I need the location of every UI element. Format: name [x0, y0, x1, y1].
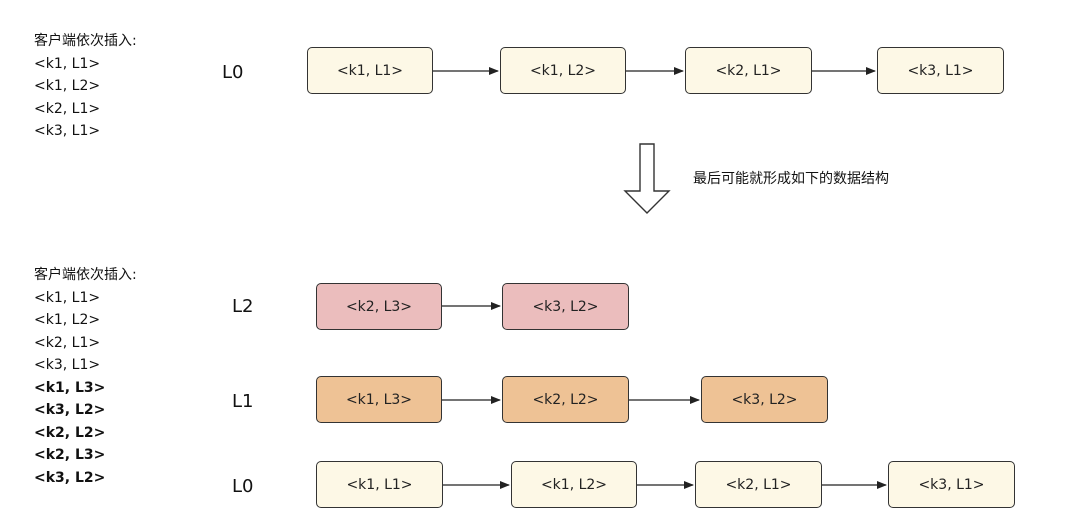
l0-node-4: <k3, L1>	[888, 461, 1015, 508]
l0-node-2: <k1, L2>	[511, 461, 637, 508]
level-label-l0: L0	[232, 476, 254, 497]
transition-caption: 最后可能就形成如下的数据结构	[693, 171, 889, 187]
top-note-item: <k1, L1>	[34, 55, 101, 72]
bottom-note-item: <k1, L2>	[34, 312, 101, 328]
bottom-note-item-bold: <k3, L2>	[34, 469, 106, 486]
bottom-note-item: <k2, L1>	[34, 334, 101, 351]
top-notes-title: 客户端依次插入:	[34, 33, 137, 49]
l1-node-1: <k1, L3>	[316, 376, 442, 423]
l0-node-3: <k2, L1>	[695, 461, 822, 508]
bottom-note-item: <k1, L1>	[34, 289, 101, 306]
l1-node-3: <k3, L2>	[701, 376, 828, 423]
top-level-label: L0	[222, 62, 244, 83]
bottom-note-item-bold: <k1, L3>	[34, 379, 106, 396]
bottom-notes-title: 客户端依次插入:	[34, 267, 137, 283]
l1-node-2: <k2, L2>	[502, 376, 629, 423]
l2-node-1: <k2, L3>	[316, 283, 442, 330]
level-label-l1: L1	[232, 391, 254, 412]
bottom-note-item: <k3, L1>	[34, 357, 101, 373]
bottom-note-item-bold: <k3, L2>	[34, 402, 106, 418]
top-note-item: <k2, L1>	[34, 100, 101, 117]
bottom-insert-notes: 客户端依次插入: <k1, L1> <k1, L2> <k2, L1> <k3,…	[34, 264, 137, 489]
l0-node-1: <k1, L1>	[316, 461, 443, 508]
top-l0-node-1: <k1, L1>	[307, 47, 433, 94]
top-l0-node-3: <k2, L1>	[685, 47, 812, 94]
level-label-l2: L2	[232, 296, 254, 317]
down-arrow-icon	[623, 143, 671, 214]
top-l0-node-4: <k3, L1>	[877, 47, 1004, 94]
bottom-note-item-bold: <k2, L3>	[34, 447, 106, 463]
top-note-item: <k1, L2>	[34, 78, 101, 94]
top-insert-notes: 客户端依次插入: <k1, L1> <k1, L2> <k2, L1> <k3,…	[34, 30, 137, 143]
bottom-note-item-bold: <k2, L2>	[34, 424, 106, 441]
top-l0-node-2: <k1, L2>	[500, 47, 626, 94]
l2-node-2: <k3, L2>	[502, 283, 629, 330]
top-note-item: <k3, L1>	[34, 123, 101, 139]
